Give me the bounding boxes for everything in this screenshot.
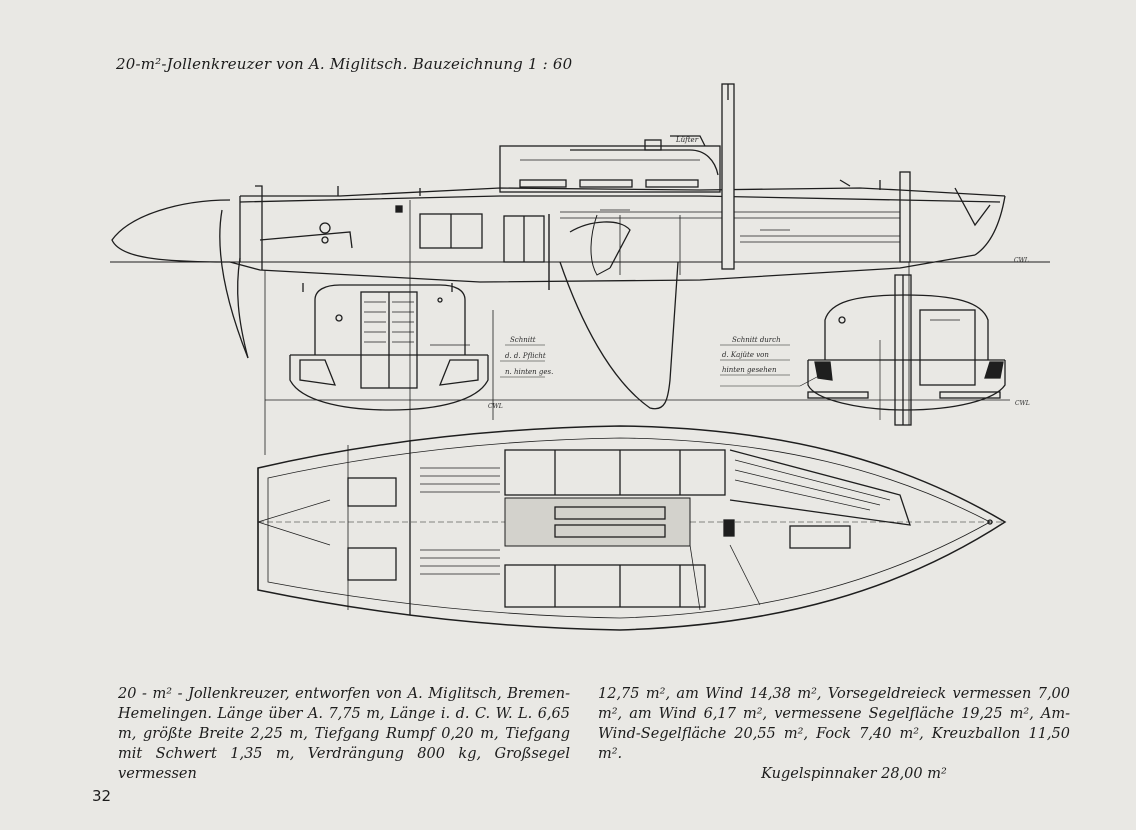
side-elevation: Lüfter CWL: [110, 83, 1050, 359]
svg-text:d. d. Pflicht: d. d. Pflicht: [505, 352, 546, 360]
luefter-label: Lüfter: [675, 136, 699, 144]
svg-text:CWL: CWL: [1015, 400, 1030, 407]
caption-left: 20 - m² - Jollenkreuzer, entworfen von A…: [118, 684, 570, 784]
section-cabin: Schnitt durch d. Kajüte von hinten geseh…: [720, 274, 1030, 426]
svg-text:CWL: CWL: [488, 403, 503, 410]
centreboard: [559, 214, 679, 410]
caption-right-text: 12,75 m², am Wind 14,38 m², Vorsegeldrei…: [598, 686, 1070, 762]
page-title: 20-m²-Jollenkreuzer von A. Miglitsch. Ba…: [116, 55, 573, 73]
svg-text:CWL: CWL: [1014, 257, 1029, 264]
plan-view: [257, 425, 1007, 631]
caption-right: 12,75 m², am Wind 14,38 m², Vorsegeldrei…: [598, 684, 1070, 784]
caption-right-last-line: Kugelspinnaker 28,00 m²: [761, 766, 947, 782]
svg-text:hinten gesehen: hinten gesehen: [722, 366, 777, 374]
svg-text:n. hinten ges.: n. hinten ges.: [505, 368, 553, 376]
caption-left-text: 20 - m² - Jollenkreuzer, entworfen von A…: [118, 686, 570, 782]
construction-lines: [264, 200, 1010, 455]
section-label-pflicht-1: Schnitt: [510, 336, 536, 344]
section-cockpit: Schnitt d. d. Pflicht n. hinten ges. CWL: [289, 283, 553, 411]
page-number: 32: [92, 787, 112, 805]
section-label-kajuete-1: Schnitt durch: [732, 336, 781, 344]
svg-text:d. Kajüte von: d. Kajüte von: [722, 351, 769, 359]
